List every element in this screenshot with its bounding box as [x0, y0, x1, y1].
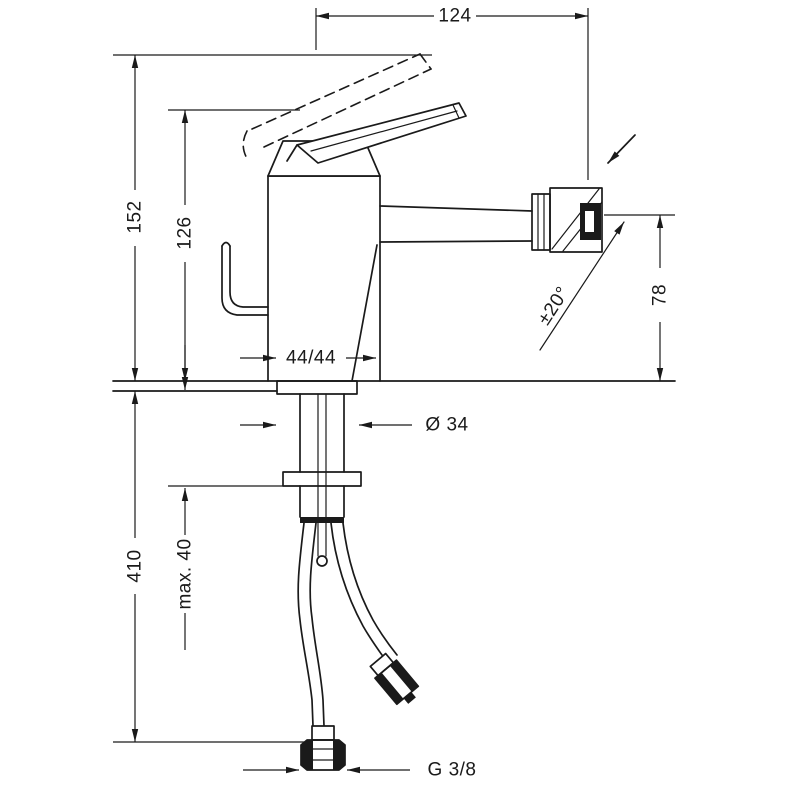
dim-body-height-label: 126	[175, 216, 196, 249]
dimension-max-thickness: max. 40	[168, 345, 283, 650]
dim-spout-reach-label: 124	[438, 6, 471, 27]
spout	[379, 205, 533, 243]
dimension-overall-height: 152	[113, 54, 432, 381]
dimension-center-offset: 44/44	[240, 348, 376, 369]
dimension-annotations: 124 152 126 78 44/44	[113, 6, 675, 781]
dim-connection-thread-label: G 3/8	[428, 760, 477, 781]
dim-max-thickness-label: max. 40	[175, 538, 196, 609]
dimension-shank-diameter: Ø 34	[240, 415, 468, 436]
dim-center-offset-label: 44/44	[286, 348, 336, 369]
dim-overall-height-label: 152	[125, 200, 146, 233]
mounting-deck-lines	[112, 380, 676, 392]
dimension-body-height: 126	[168, 109, 300, 381]
rod-ball-end	[316, 555, 328, 567]
flow-direction-arrow	[607, 134, 636, 164]
mounting-washer	[282, 471, 362, 487]
dimension-connection-thread: G 3/8	[243, 760, 476, 781]
swivel-angle-arrow	[539, 221, 625, 351]
faucet-drawing	[112, 53, 676, 771]
hose-nut-angled	[369, 652, 420, 706]
dimension-spout-reach: 124	[315, 6, 589, 180]
dim-hose-length-label: 410	[125, 549, 146, 582]
hose-nut-bottom	[300, 725, 346, 771]
popup-rod	[221, 241, 269, 316]
mounting-shank	[276, 380, 362, 567]
dim-outlet-height-label: 78	[650, 284, 671, 306]
aerator	[531, 187, 603, 253]
handle-lever-raised-dashed	[242, 53, 432, 161]
dimension-outlet-height: 78	[604, 214, 675, 381]
supply-hoses	[297, 522, 398, 727]
dimension-hose-length: 410	[113, 391, 308, 743]
dim-shank-diameter-label: Ø 34	[425, 415, 468, 436]
handle-lever	[286, 102, 467, 164]
dim-swivel-angle-label: ±20°	[534, 283, 574, 329]
